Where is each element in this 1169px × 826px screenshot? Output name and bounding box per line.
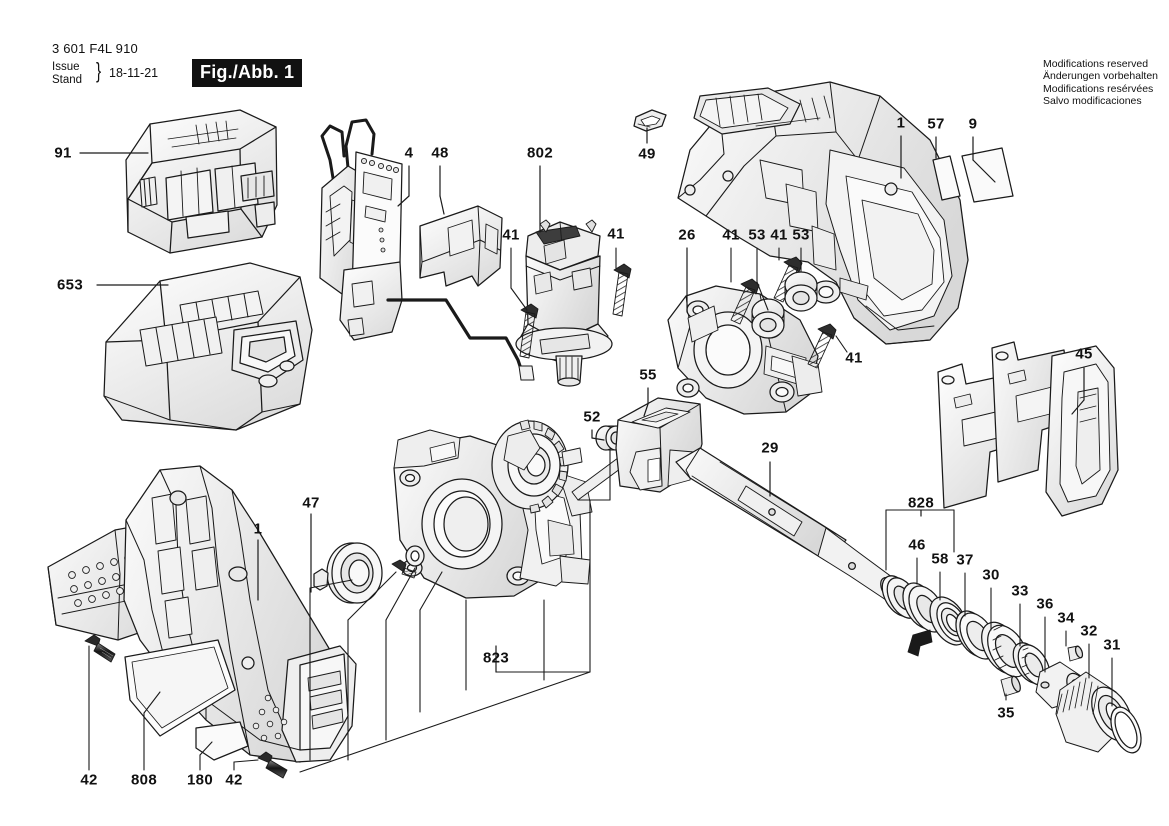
callout-653: 653: [57, 276, 83, 294]
part-180-label: [195, 721, 249, 761]
part-49-clip: [633, 109, 667, 132]
leader-9: [972, 136, 996, 183]
callout-180: 180: [187, 771, 213, 789]
leaders-823: [299, 499, 591, 773]
part-number-text: 3 601 F4L 910: [52, 41, 138, 56]
stand-label: Stand: [52, 73, 83, 86]
callout-41: 41: [502, 226, 520, 244]
part-35-pin: [1000, 675, 1021, 697]
callout-828: 828: [908, 494, 934, 512]
note-line-es: Salvo modificaciones: [1042, 95, 1142, 108]
part-31-retaining-ring: [1110, 706, 1142, 754]
part-653-charger: [103, 262, 313, 431]
part-29-plunger: [675, 447, 902, 604]
callout-31: 31: [1103, 636, 1121, 654]
part-34-pin: [1067, 645, 1084, 662]
callout-34: 34: [1057, 609, 1075, 627]
callout-35: 35: [997, 704, 1015, 722]
leader-52: [577, 429, 611, 501]
note-line-en: Modifications reserved: [1042, 58, 1149, 70]
part-1-right-housing: [677, 81, 969, 345]
callout-91: 91: [54, 144, 72, 162]
modification-notes: Modifications reserved Änderungen vorbeh…: [1043, 58, 1158, 108]
callout-42: 42: [225, 771, 243, 789]
callout-4: 4: [404, 144, 414, 162]
callout-41: 41: [845, 349, 863, 367]
callout-41: 41: [607, 225, 625, 243]
part-key-black: [907, 629, 933, 657]
callout-802: 802: [527, 144, 553, 162]
callout-1: 1: [896, 114, 906, 132]
leader-55: [643, 387, 649, 417]
callout-9: 9: [968, 115, 978, 133]
part-53-bushing-a: [751, 298, 785, 339]
callout-45: 45: [1075, 345, 1093, 363]
callout-53: 53: [792, 226, 810, 244]
part-42-screw-right: [257, 751, 288, 779]
callout-808: 808: [131, 771, 157, 789]
note-line-fr: Modifications resérvées: [1042, 82, 1154, 95]
part-41-screw-e: [807, 323, 837, 369]
callout-29: 29: [761, 439, 779, 457]
part-57-label: [932, 155, 961, 201]
leaders-bottom-left: [88, 645, 259, 771]
brace-glyph: }: [96, 58, 102, 83]
part-41-screw-b: [612, 263, 632, 317]
part-4-electronics: [319, 118, 535, 381]
leader-48: [439, 165, 445, 215]
callout-53: 53: [748, 226, 766, 244]
callout-30: 30: [982, 566, 1000, 584]
callout-42: 42: [80, 771, 98, 789]
note-line-de: Änderungen vorbehalten: [1042, 70, 1158, 83]
callout-823: 823: [483, 649, 509, 667]
leader-4: [397, 165, 410, 207]
issue-label: Issue: [52, 61, 80, 73]
callout-1: 1: [253, 520, 263, 538]
issue-date-text: 18-11-21: [109, 66, 159, 80]
issue-stand-labels: Issue Stand: [52, 61, 98, 86]
callout-48: 48: [431, 144, 449, 162]
part-91-battery: [125, 109, 278, 254]
part-45-shoe: [937, 341, 1119, 517]
callout-36: 36: [1036, 595, 1054, 613]
callout-49: 49: [638, 145, 656, 163]
callout-57: 57: [927, 115, 945, 133]
callout-52: 52: [583, 408, 601, 426]
part-808-pad: [124, 639, 236, 737]
callout-58: 58: [931, 550, 949, 568]
part-41-screw-c: [730, 278, 760, 325]
part-42-screw-left: [84, 634, 116, 663]
callout-41: 41: [722, 226, 740, 244]
leader-828-bracket: [885, 509, 955, 601]
leaders-41-53-group: [730, 247, 848, 353]
callout-32: 32: [1080, 622, 1098, 640]
callout-55: 55: [639, 366, 657, 384]
document-header: 3 601 F4L 910 Issue Stand } 18-11-21 Fig…: [52, 41, 372, 101]
callout-26: 26: [678, 226, 696, 244]
callout-37: 37: [956, 551, 974, 569]
part-48-cover: [419, 205, 503, 287]
part-47-bearing: [313, 542, 383, 604]
leader-45: [1071, 367, 1085, 415]
callout-33: 33: [1011, 582, 1029, 600]
part-802-motor: [515, 219, 613, 387]
leader-41-motor: [510, 247, 617, 311]
part-823-gearbox: [391, 419, 593, 599]
callout-47: 47: [302, 494, 320, 512]
figure-badge: Fig./Abb. 1: [192, 59, 303, 87]
part-53-bushing-b: [784, 271, 818, 312]
callout-41: 41: [770, 226, 788, 244]
callout-46: 46: [908, 536, 926, 554]
